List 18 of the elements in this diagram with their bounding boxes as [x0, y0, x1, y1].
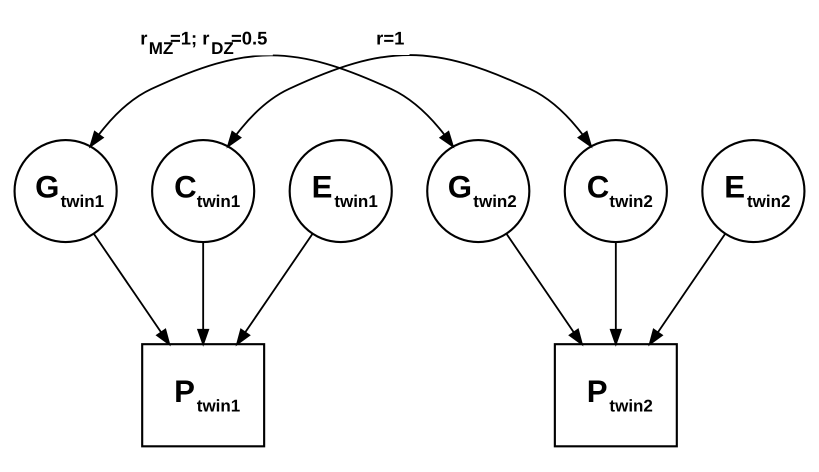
arrow: [88, 54, 454, 148]
node-circle: G$_{twin1}$: [14, 138, 118, 243]
node-box: P$_{twin1}$: [141, 342, 266, 447]
edge-label: r$_{MZ}$=1; r$_{DZ}$=0.5: [140, 27, 268, 58]
arrow: [93, 232, 171, 346]
node-circle: E$_{twin1}$: [288, 138, 393, 243]
arrow: [236, 232, 314, 346]
node-box: P$_{twin2}$: [554, 342, 678, 447]
arrow: [196, 242, 210, 346]
arrow: [226, 54, 593, 148]
edge-label: r=1: [376, 26, 404, 48]
node-circle: C$_{twin1}$: [151, 138, 256, 243]
arrow: [610, 242, 622, 346]
node-circle: C$_{twin2}$: [564, 138, 668, 243]
arrow: [506, 232, 584, 346]
node-circle: E$_{twin2}$: [701, 138, 806, 243]
node-circle: G$_{twin2}$: [426, 138, 530, 243]
arrow: [648, 232, 726, 346]
